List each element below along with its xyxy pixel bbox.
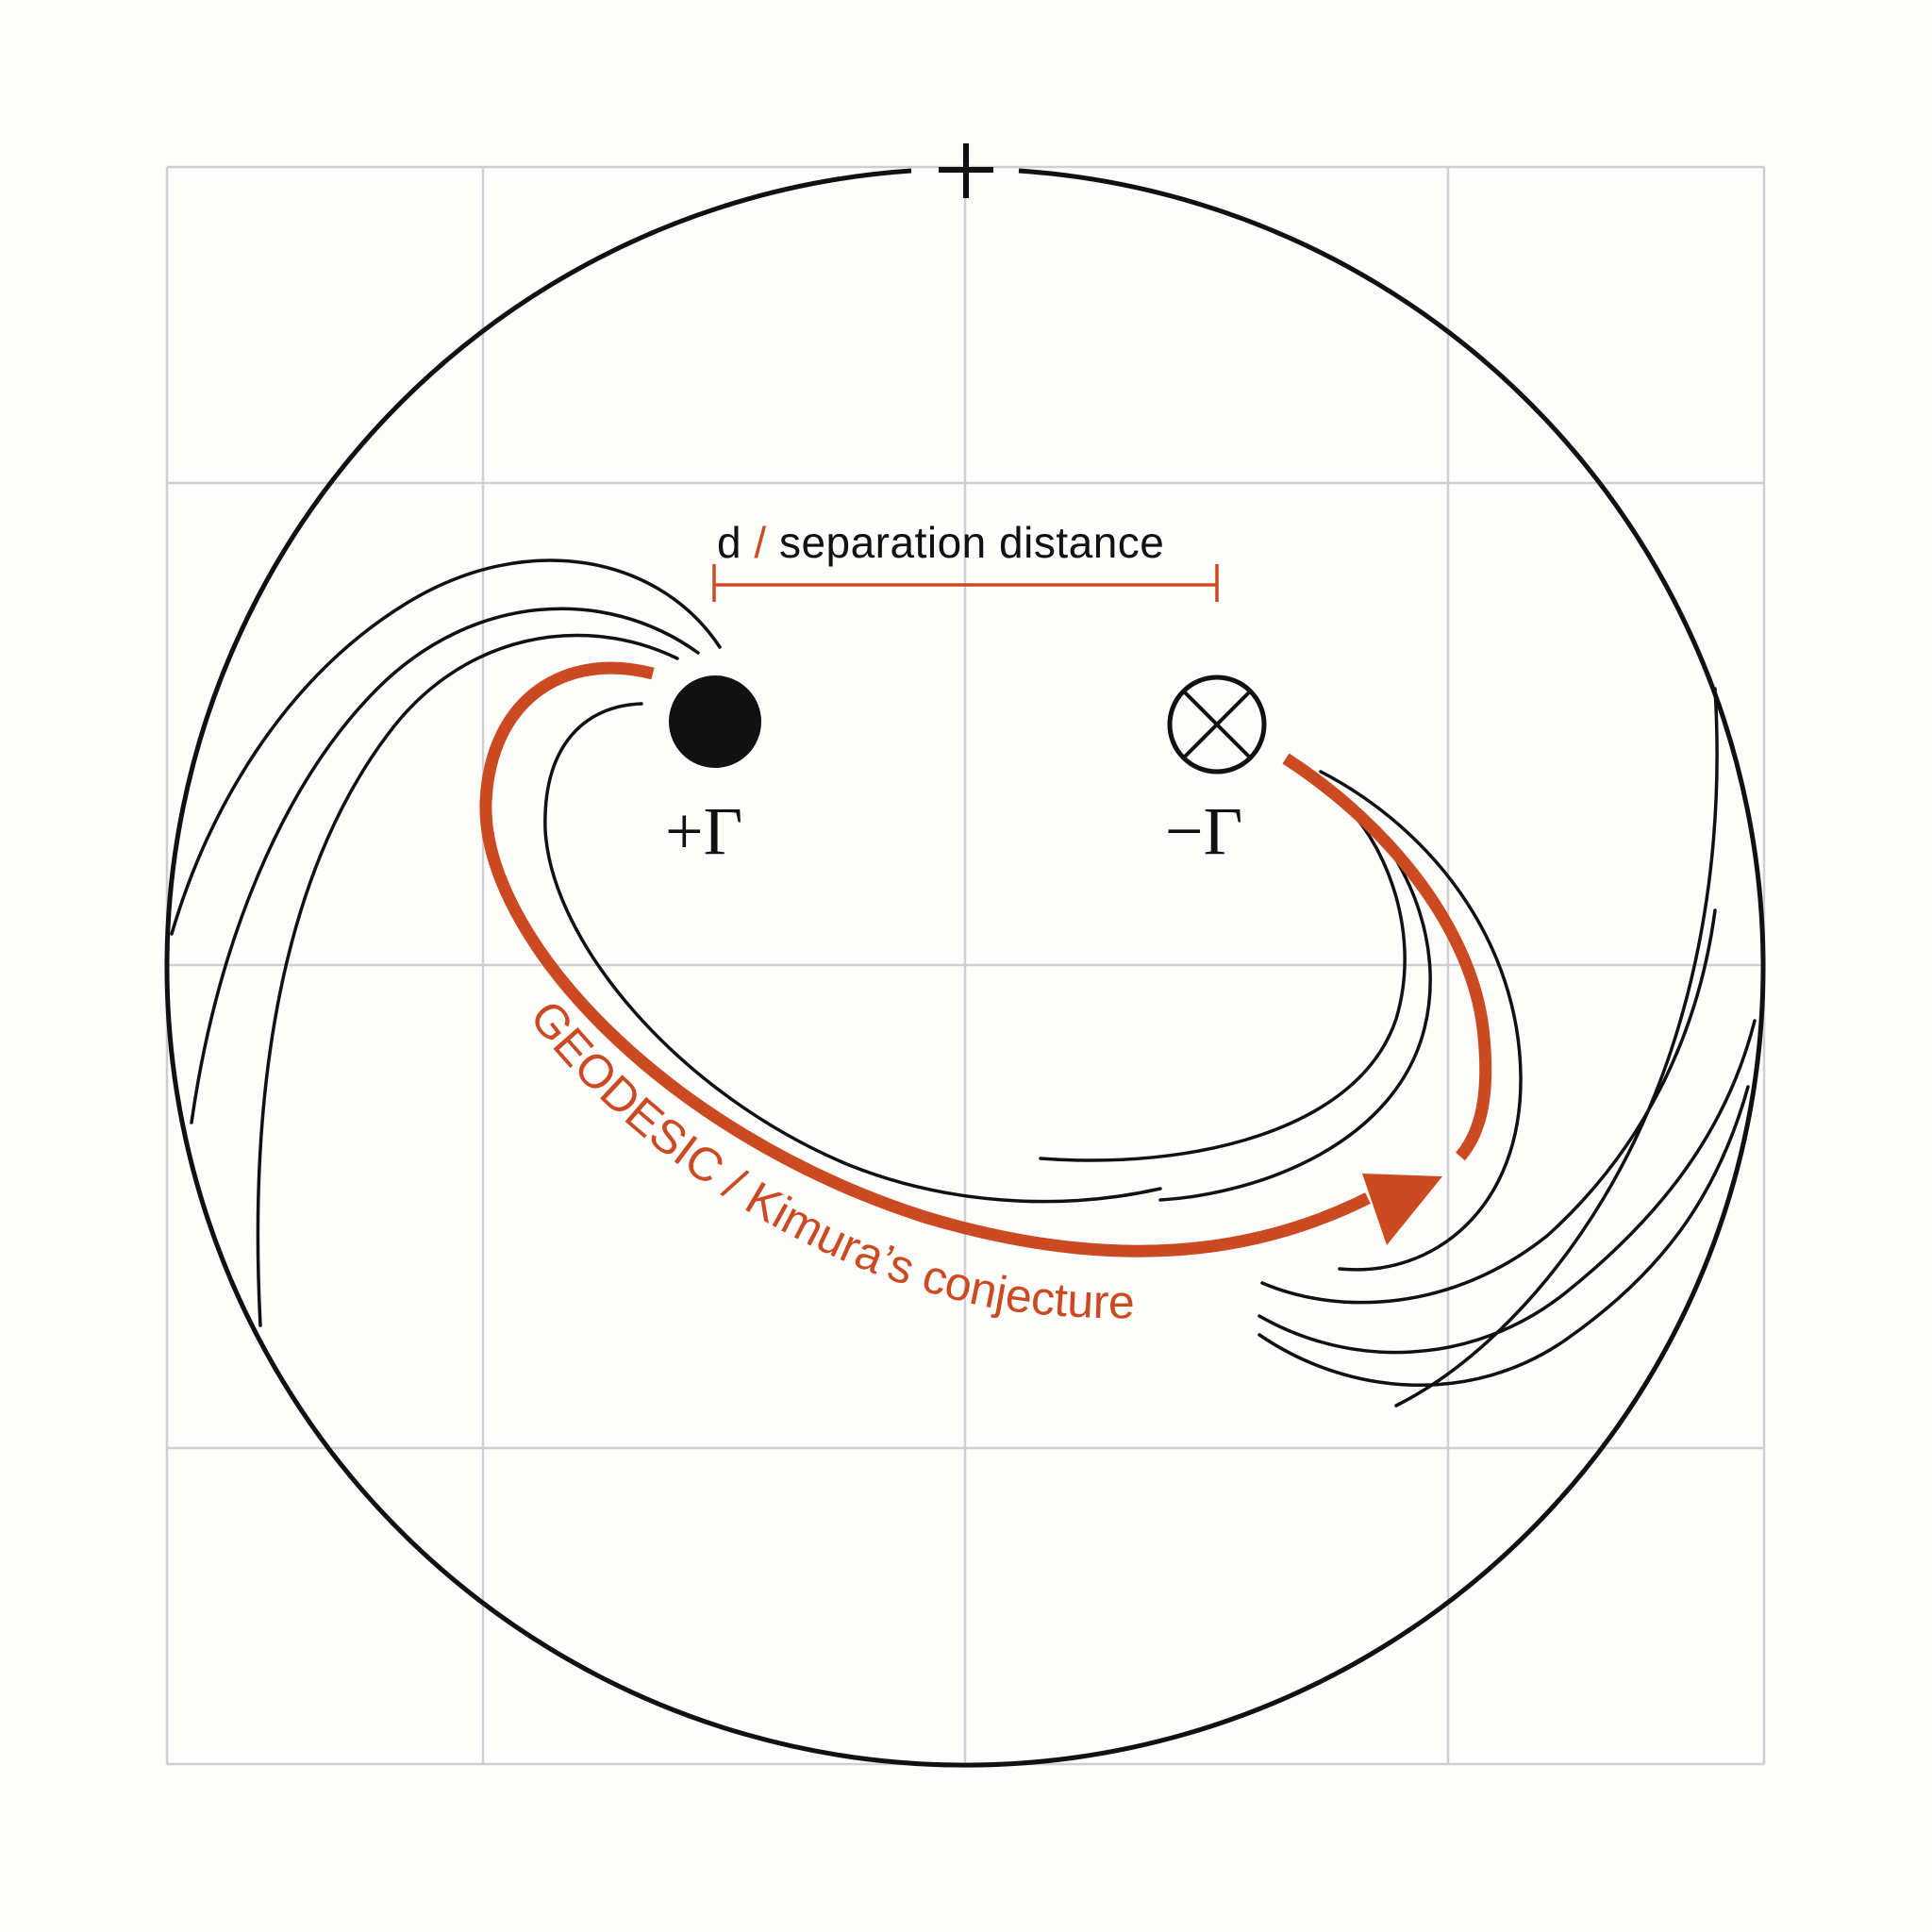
right-streamlines — [1039, 687, 1757, 1407]
left-streamlines — [170, 558, 1162, 1327]
negative-vortex-label: −Γ — [1165, 793, 1243, 869]
geodesic-path — [479, 661, 1492, 1257]
plus-marker-icon — [939, 143, 993, 198]
negative-vortex-cross-icon — [1167, 675, 1267, 774]
separation-variable: d — [717, 518, 742, 567]
separation-divider: / — [754, 518, 767, 567]
boundary-circle — [164, 168, 1766, 1768]
positive-vortex-label: +Γ — [665, 793, 743, 869]
background-grid — [165, 165, 1766, 1766]
separation-text: separation distance — [778, 518, 1165, 567]
geodesic-arrowhead-icon — [1362, 1174, 1442, 1245]
separation-bracket — [712, 564, 1219, 602]
positive-vortex-dot-icon — [669, 675, 761, 768]
separation-label: d / separation distance — [717, 517, 1164, 568]
